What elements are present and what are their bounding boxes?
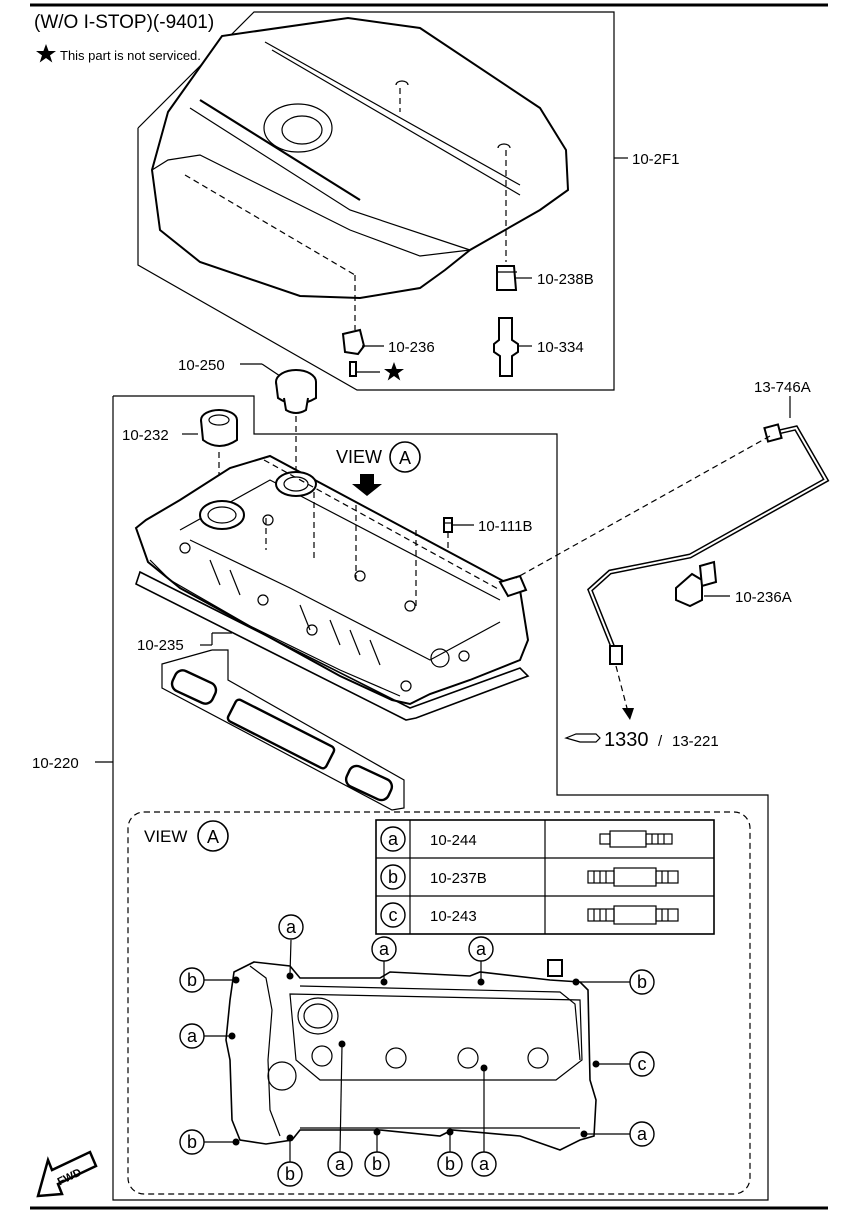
arrow-down-icon [622,708,634,720]
plug-seal-10-232 [182,409,238,500]
detail-view-heading: VIEW A [144,820,229,852]
svg-text:a: a [286,917,297,937]
view-letter: A [399,448,411,468]
gasket-10-235 [135,570,530,721]
bolt-icon [587,905,679,925]
bolt-part-number: 10-244 [430,832,477,849]
svg-text:b: b [445,1154,455,1174]
oil-cap-10-250 [240,363,317,476]
head-group-outline [112,395,769,1201]
label-grommet: 10-238B [537,271,594,288]
detail-view-label: VIEW [144,827,187,846]
spark-plug-seal-set [161,649,405,811]
cylinder-head-cover [134,454,530,706]
label-oil-cap: 10-250 [178,357,225,374]
svg-text:/: / [658,733,663,750]
cover-top-view [225,959,597,1151]
bolt-part-number: 10-237B [430,870,487,887]
table-row: a 10-244 [380,826,673,852]
label-pcv-valve: 10-111B [478,518,533,535]
label-plug-seal: 10-232 [122,427,169,444]
ref-sub-number[interactable]: 13-221 [672,733,719,750]
not-serviced-note: This part is not serviced. [36,44,201,63]
bolt-callouts: a a a b a b b c a [179,914,655,1187]
cover-group-outline [137,11,615,391]
bracket-10-236 [341,328,404,381]
star-icon [384,362,404,381]
stud-10-334 [493,317,532,377]
table-row: b 10-237B [380,864,679,890]
ref-figure-number[interactable]: 1330 [604,729,649,751]
bolt-part-number: 10-243 [430,908,477,925]
label-engine-cover: 10-2F1 [632,151,680,168]
hose-clip-10-236a [675,560,730,608]
svg-text:c: c [638,1054,647,1074]
bolt-table: a 10-244 b 10-237B [375,819,715,935]
svg-text:c: c [389,905,398,925]
view-a-detail-box [127,811,751,1195]
svg-text:b: b [285,1164,295,1184]
svg-text:b: b [388,867,398,887]
svg-text:b: b [372,1154,382,1174]
star-icon [36,44,56,63]
reference-link[interactable]: 1330 / 13-221 [564,729,719,751]
label-gasket: 10-235 [137,637,184,654]
hose-13-746a [515,396,830,720]
grommet-10-238b [496,265,532,291]
fwd-arrow-icon: FWD [36,1150,98,1198]
arrow-down-icon [352,474,382,496]
svg-text:a: a [479,1154,490,1174]
view-a-marker: VIEW A [336,441,421,496]
engine-cover [150,16,570,330]
label-hose-clip: 10-236A [735,589,792,606]
svg-text:b: b [637,972,647,992]
table-row: c 10-243 [380,902,679,928]
svg-text:a: a [637,1124,648,1144]
pcv-valve-10-111b [443,517,474,550]
bolt-icon [587,867,679,887]
svg-text:b: b [187,1132,197,1152]
label-stud: 10-334 [537,339,584,356]
svg-text:a: a [335,1154,346,1174]
svg-text:b: b [187,970,197,990]
svg-text:a: a [379,939,390,959]
pointing-hand-icon [564,733,601,743]
view-label: VIEW [336,447,382,467]
label-cylinder-head-cover: 10-220 [32,755,79,772]
svg-text:a: a [388,829,399,849]
svg-text:a: a [476,939,487,959]
detail-view-letter: A [207,827,219,847]
label-hose: 13-746A [754,379,811,396]
svg-text:a: a [187,1026,198,1046]
diagram-title: (W/O I-STOP)(-9401) [34,12,214,33]
note-text: This part is not serviced. [60,48,201,63]
bolt-icon [599,830,673,848]
label-bracket: 10-236 [388,339,435,356]
